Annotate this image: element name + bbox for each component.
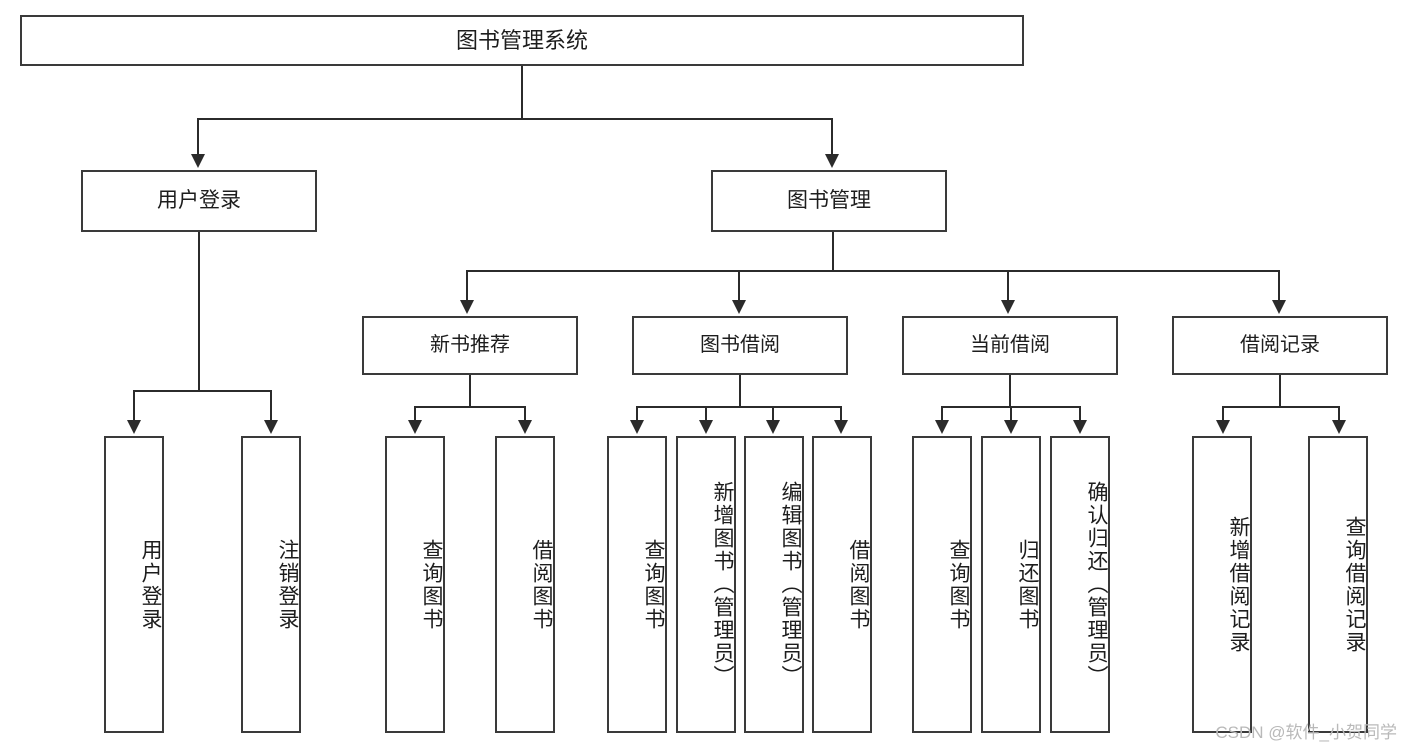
node-label: 归还图书 (1016, 538, 1039, 631)
arrowhead-borrow-record-leaf-1 (1216, 420, 1230, 434)
arrowhead-book-borrow-leaf-2 (699, 420, 713, 434)
node-label: 编辑图书（管理员） (779, 481, 802, 688)
node-label: 查询图书 (947, 538, 970, 631)
node-label: 用户登录 (139, 538, 162, 631)
leaf-user-login-login[interactable]: 用户登录 (104, 436, 164, 733)
arrowhead-current-borrow-leaf-3 (1073, 420, 1087, 434)
connector-book-manage-to-new-book (466, 270, 468, 300)
arrowhead-book-manage-new-book (460, 300, 474, 314)
connector-user-login-stem (198, 232, 200, 390)
node-book-manage[interactable]: 图书管理 (711, 170, 947, 232)
node-label: 查询图书 (420, 538, 443, 631)
leaf-current-borrow-query-book[interactable]: 查询图书 (912, 436, 972, 733)
node-label: 图书管理系统 (455, 27, 588, 53)
leaf-current-borrow-return-book[interactable]: 归还图书 (981, 436, 1041, 733)
connector-book-borrow-stem (739, 375, 741, 406)
node-root-system[interactable]: 图书管理系统 (20, 15, 1024, 66)
node-label: 查询借阅记录 (1343, 515, 1366, 654)
arrowhead-book-borrow-leaf-3 (766, 420, 780, 434)
node-label: 图书借阅 (700, 333, 780, 356)
node-label: 用户登录 (157, 188, 241, 212)
node-label: 借阅图书 (847, 538, 870, 631)
arrowhead-book-manage-current-borrow (1001, 300, 1015, 314)
connector-borrow-record-to-leaf-2 (1338, 406, 1340, 420)
arrowhead-user-login-leaf-1 (127, 420, 141, 434)
node-current-borrow[interactable]: 当前借阅 (902, 316, 1118, 375)
leaf-user-login-logout[interactable]: 注销登录 (241, 436, 301, 733)
connector-current-borrow-stem (1009, 375, 1011, 406)
arrowhead-root-to-user-login (191, 154, 205, 168)
connector-borrow-record-bus (1222, 406, 1340, 408)
arrowhead-current-borrow-leaf-2 (1004, 420, 1018, 434)
connector-new-book-to-leaf-2 (524, 406, 526, 420)
connector-root-to-book-manage (831, 118, 833, 154)
node-borrow-record[interactable]: 借阅记录 (1172, 316, 1388, 375)
connector-user-login-to-leaf-1 (133, 390, 135, 420)
connector-current-borrow-to-leaf-3 (1079, 406, 1081, 420)
leaf-book-borrow-edit-book[interactable]: 编辑图书（管理员） (744, 436, 804, 733)
connector-book-manage-stem (832, 232, 834, 270)
connector-book-manage-to-book-borrow (738, 270, 740, 300)
arrowhead-book-manage-book-borrow (732, 300, 746, 314)
leaf-book-borrow-borrow-book[interactable]: 借阅图书 (812, 436, 872, 733)
connector-book-manage-to-current-borrow (1007, 270, 1009, 300)
connector-user-login-to-leaf-2 (270, 390, 272, 420)
connector-root-stem (521, 66, 523, 118)
node-label: 新增借阅记录 (1227, 515, 1250, 654)
leaf-borrow-record-query-record[interactable]: 查询借阅记录 (1308, 436, 1368, 733)
node-book-borrow[interactable]: 图书借阅 (632, 316, 848, 375)
node-label: 新增图书（管理员） (711, 481, 734, 688)
arrowhead-new-book-leaf-1 (408, 420, 422, 434)
arrowhead-borrow-record-leaf-2 (1332, 420, 1346, 434)
connector-root-bus (197, 118, 833, 120)
connector-book-borrow-to-leaf-1 (636, 406, 638, 420)
leaf-book-borrow-add-book[interactable]: 新增图书（管理员） (676, 436, 736, 733)
connector-book-borrow-to-leaf-4 (840, 406, 842, 420)
node-label: 确认归还（管理员） (1085, 481, 1108, 688)
arrowhead-root-to-book-manage (825, 154, 839, 168)
arrowhead-book-borrow-leaf-1 (630, 420, 644, 434)
node-label: 借阅记录 (1240, 333, 1320, 356)
connector-current-borrow-to-leaf-2 (1010, 406, 1012, 420)
arrowhead-user-login-leaf-2 (264, 420, 278, 434)
connector-new-book-bus (414, 406, 526, 408)
node-label: 新书推荐 (430, 333, 510, 356)
connector-current-borrow-to-leaf-1 (941, 406, 943, 420)
connector-borrow-record-stem (1279, 375, 1281, 406)
connector-new-book-to-leaf-1 (414, 406, 416, 420)
arrowhead-current-borrow-leaf-1 (935, 420, 949, 434)
connector-borrow-record-to-leaf-1 (1222, 406, 1224, 420)
arrowhead-book-manage-borrow-record (1272, 300, 1286, 314)
connector-book-manage-bus (466, 270, 1280, 272)
connector-root-to-user-login (197, 118, 199, 154)
connector-book-borrow-to-leaf-3 (772, 406, 774, 420)
node-label: 借阅图书 (530, 538, 553, 631)
node-label: 当前借阅 (970, 333, 1050, 356)
leaf-new-book-query-book[interactable]: 查询图书 (385, 436, 445, 733)
leaf-new-book-borrow-book[interactable]: 借阅图书 (495, 436, 555, 733)
connector-book-borrow-bus (636, 406, 842, 408)
connector-user-login-bus (133, 390, 270, 392)
connector-book-borrow-to-leaf-2 (705, 406, 707, 420)
node-label: 图书管理 (787, 188, 871, 212)
node-label: 查询图书 (642, 538, 665, 631)
connector-book-manage-to-borrow-record (1278, 270, 1280, 300)
leaf-current-borrow-confirm-return[interactable]: 确认归还（管理员） (1050, 436, 1110, 733)
arrowhead-book-borrow-leaf-4 (834, 420, 848, 434)
node-user-login[interactable]: 用户登录 (81, 170, 317, 232)
node-new-book-recommend[interactable]: 新书推荐 (362, 316, 578, 375)
leaf-borrow-record-add-record[interactable]: 新增借阅记录 (1192, 436, 1252, 733)
arrowhead-new-book-leaf-2 (518, 420, 532, 434)
leaf-book-borrow-query-book[interactable]: 查询图书 (607, 436, 667, 733)
node-label: 注销登录 (276, 538, 299, 631)
connector-new-book-stem (469, 375, 471, 406)
